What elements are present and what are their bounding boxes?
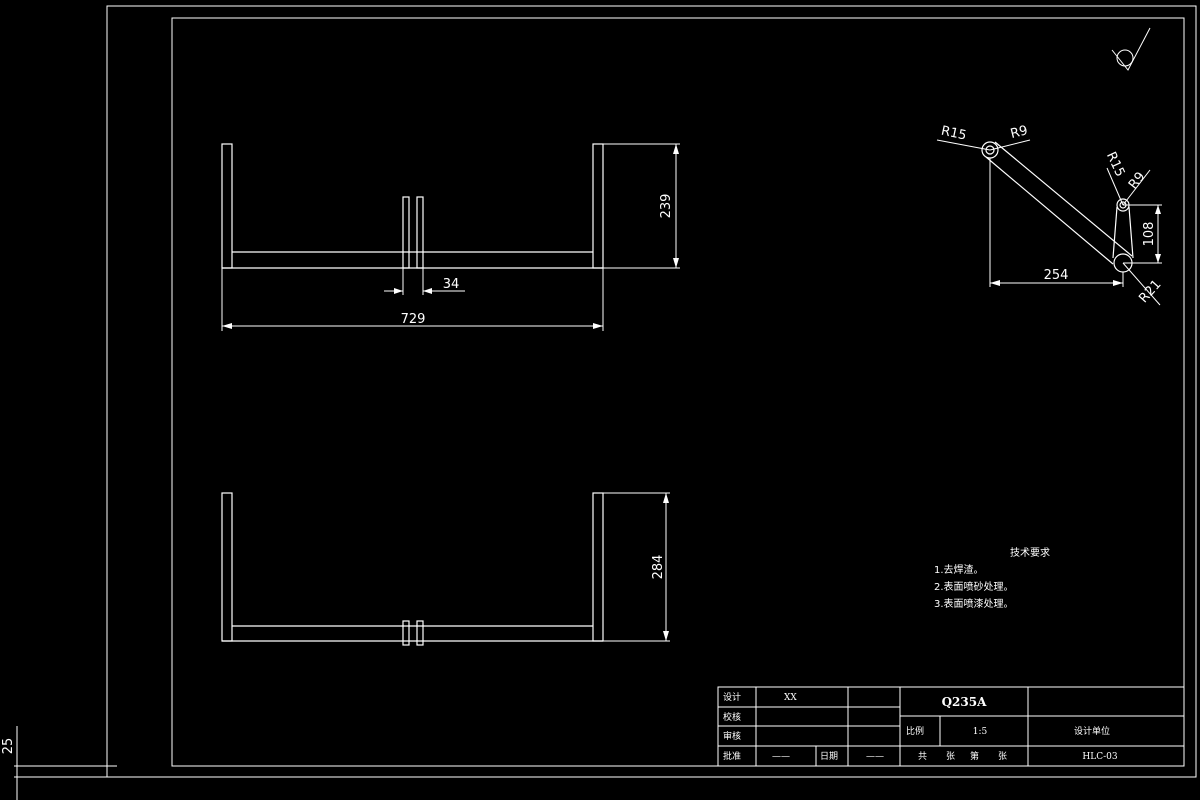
tech-req-item-3: 3.表面喷漆处理。 xyxy=(934,597,1014,610)
bottom-height-dim: 284 xyxy=(651,555,666,580)
detail-r15-b: R15 xyxy=(1103,150,1127,180)
detail-r15-a: R15 xyxy=(940,124,968,144)
sheet-label-2: 张 xyxy=(998,751,1007,762)
unit-label: 设计单位 xyxy=(1074,725,1110,737)
margin-dimension: 25 xyxy=(1,726,117,800)
tech-req-title: 技术要求 xyxy=(1010,546,1050,559)
review-label: 审核 xyxy=(723,730,741,742)
designer-value: XX xyxy=(784,693,797,703)
sheet-label: 张 xyxy=(946,751,955,762)
scale-value: 1:5 xyxy=(973,727,988,737)
detail-height-dim: 108 xyxy=(1142,222,1157,247)
drawing-no: HLC-03 xyxy=(1082,752,1117,762)
front-height-dim: 239 xyxy=(659,194,674,219)
date-label: 日期 xyxy=(820,751,838,762)
approve-value: —— xyxy=(772,752,790,762)
inner-border xyxy=(171,17,1185,767)
bottom-view: 284 xyxy=(221,492,670,646)
sheet-no: 第 xyxy=(970,750,979,762)
margin-dim-text: 25 xyxy=(1,738,16,755)
detail-r9-a: R9 xyxy=(1009,123,1029,142)
front-view: 239 34 729 xyxy=(221,143,680,331)
tech-requirements: 技术要求 1.去焊渣。 2.表面喷砂处理。 3.表面喷漆处理。 xyxy=(934,546,1050,610)
material-value: Q235A xyxy=(942,695,988,709)
detail-view: 108 254 R15 R9 R15 R9 R21 xyxy=(936,123,1165,306)
title-block: 设计 XX 校核 审核 批准 —— 日期 —— Q235A 比例 1:5 设计单… xyxy=(717,686,1185,767)
check-label: 校核 xyxy=(723,711,741,723)
tech-req-item-1: 1.去焊渣。 xyxy=(934,563,984,576)
roughness-symbol xyxy=(1111,27,1151,71)
outer-border xyxy=(106,5,1197,778)
tech-req-item-2: 2.表面喷砂处理。 xyxy=(934,580,1014,593)
scale-label: 比例 xyxy=(906,725,924,737)
detail-r21: R21 xyxy=(1136,277,1164,306)
front-width-dim: 729 xyxy=(401,312,426,327)
sheet-total: 共 xyxy=(918,751,927,762)
design-label: 设计 xyxy=(723,691,741,703)
detail-r9-b: R9 xyxy=(1126,169,1148,192)
date-value: —— xyxy=(866,752,884,762)
detail-width-dim: 254 xyxy=(1044,268,1069,283)
front-gap-dim: 34 xyxy=(443,277,460,292)
approve-label: 批准 xyxy=(723,750,741,762)
